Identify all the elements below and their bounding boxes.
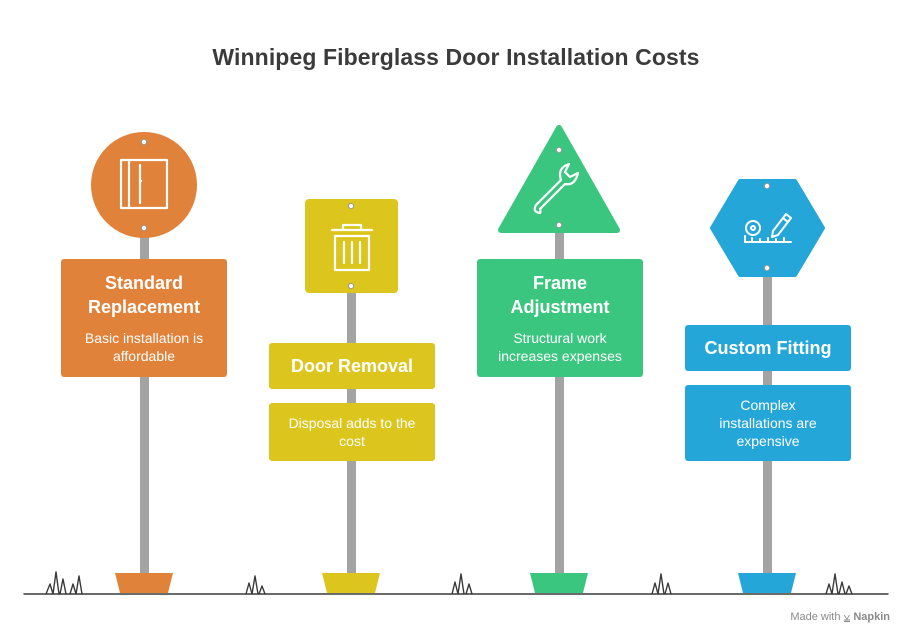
napkin-logo-icon: ⩣ xyxy=(843,611,851,623)
made-with-napkin-footer: Made with ⩣ Napkin xyxy=(790,611,890,624)
sign-description-line: Disposal adds to the xyxy=(288,415,416,431)
door-icon xyxy=(119,158,169,210)
sign-door-removal-description-plate: Disposal adds to the cost xyxy=(269,403,435,461)
sign-door-removal-heading-plate: Door Removal xyxy=(269,343,435,389)
sign-heading-line: Frame xyxy=(532,273,588,293)
pole-frame-adjustment xyxy=(555,230,564,575)
sign-heading-line: Standard xyxy=(104,273,183,293)
sign-door-removal-icon-plate xyxy=(305,199,398,293)
sign-standard-replacement: Standard Replacement Basic installation … xyxy=(61,259,227,377)
measuring-tape-pencil-icon xyxy=(744,213,792,243)
grass-tuft xyxy=(651,573,672,595)
wrench-icon xyxy=(533,162,580,215)
sign-description-line: increases expenses xyxy=(498,348,622,364)
sign-heading-line: Custom Fitting xyxy=(704,338,832,358)
poles xyxy=(140,230,772,575)
sign-custom-fitting-description-plate: Complex installations are expensive xyxy=(685,385,851,461)
base-custom-fitting xyxy=(738,573,796,593)
made-with-label: Made with xyxy=(790,611,841,623)
pole-bases xyxy=(115,573,796,593)
sign-standard-replacement-icon-plate xyxy=(91,132,197,238)
sign-description-line: Structural work xyxy=(513,330,607,346)
sign-description-line: Complex xyxy=(740,397,796,413)
sign-frame-adjustment: Frame Adjustment Structural work increas… xyxy=(477,259,643,377)
sign-description-line: Basic installation is xyxy=(84,330,204,346)
napkin-brand: Napkin xyxy=(853,611,890,623)
sign-heading-line: Door Removal xyxy=(290,356,414,376)
sign-heading-line: Replacement xyxy=(87,297,201,317)
grass-tuft xyxy=(245,575,266,595)
rivets xyxy=(140,138,771,460)
sign-description-line: cost xyxy=(339,433,365,449)
sign-description-line: affordable xyxy=(112,348,175,364)
sign-description-line: installations are xyxy=(719,415,817,431)
grass-tuft xyxy=(825,573,853,595)
grass-tuft xyxy=(451,573,473,595)
diagram-title: Winnipeg Fiberglass Door Installation Co… xyxy=(212,44,700,70)
sign-description-line: expensive xyxy=(736,433,800,449)
sign-frame-adjustment-icon-plate xyxy=(498,125,620,233)
sign-heading-line: Adjustment xyxy=(510,297,610,317)
sign-custom-fitting-icon-plate xyxy=(710,179,825,277)
grass-tuft xyxy=(45,571,83,595)
pole-standard-replacement xyxy=(140,235,149,575)
sign-custom-fitting-heading-plate: Custom Fitting xyxy=(685,325,851,371)
ground xyxy=(23,571,889,595)
trash-can-icon xyxy=(330,223,374,272)
base-standard-replacement xyxy=(115,573,173,593)
base-door-removal xyxy=(322,573,380,593)
base-frame-adjustment xyxy=(530,573,588,593)
